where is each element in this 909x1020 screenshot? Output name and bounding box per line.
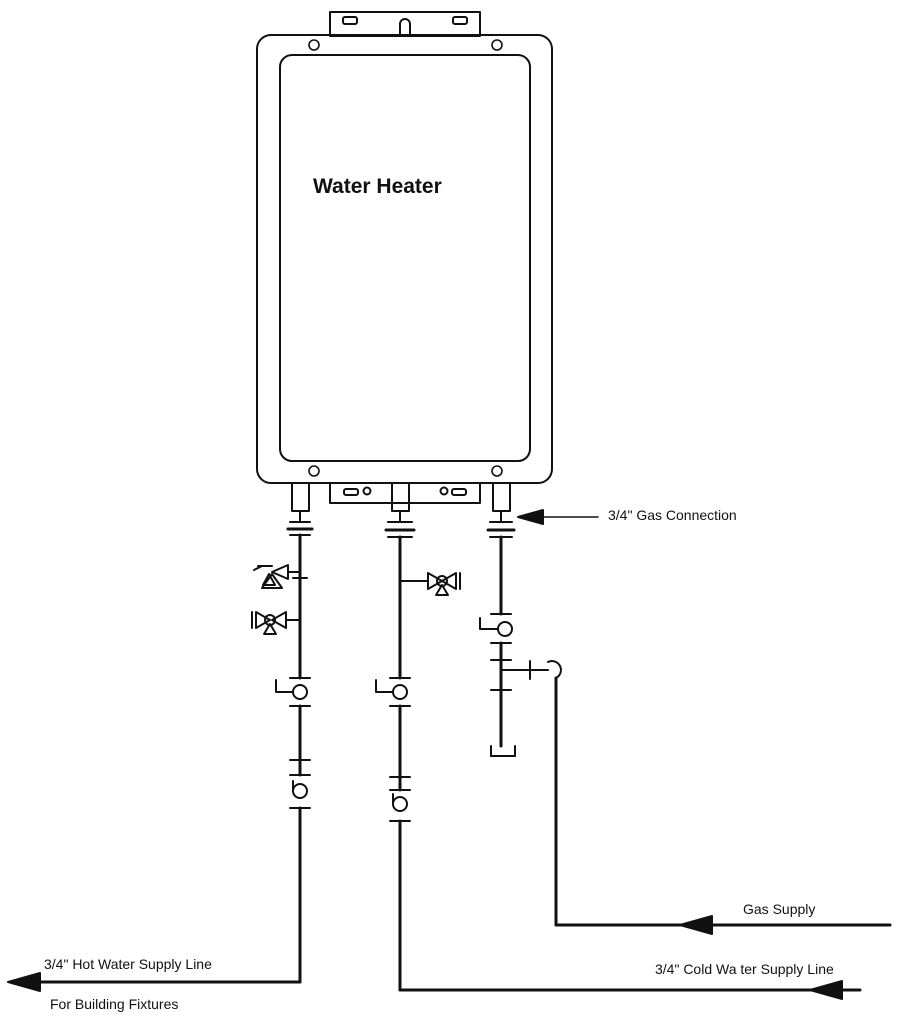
gas-connection-arrow-icon — [517, 509, 544, 525]
cold-arrow-icon — [809, 980, 843, 1000]
cold-water-line — [375, 510, 862, 1000]
hot-outlet-stub — [291, 482, 310, 512]
gas-inlet-stub — [492, 482, 511, 512]
cold-union-icon — [384, 521, 416, 538]
hot-drain-fitting-icon — [289, 780, 311, 809]
fixtures-label: For Building Fixtures — [50, 996, 179, 1012]
sediment-trap-icon — [490, 745, 516, 757]
gas-line — [479, 510, 892, 935]
gas-union-icon — [486, 521, 516, 538]
gas-supply-label: Gas Supply — [743, 901, 816, 917]
cold-isolation-valve-icon — [399, 572, 461, 596]
bottom-mounting-bracket — [329, 482, 481, 504]
hot-water-line-label: 3/4" Hot Water Supply Line — [44, 956, 212, 972]
hot-check-valve-icon — [275, 677, 311, 707]
heater-casing — [256, 34, 553, 484]
cold-water-line-label: 3/4" Cold Wa ter Supply Line — [655, 961, 834, 977]
gas-shutoff-valve-icon — [479, 613, 513, 644]
top-mounting-bracket — [329, 11, 481, 37]
gas-supply-arrow-icon — [679, 915, 713, 935]
cold-inlet-stub — [391, 482, 410, 512]
gas-tee-connector-icon — [547, 660, 562, 679]
gas-connection-label: 3/4" Gas Connection — [608, 507, 737, 523]
heater-front-panel — [279, 54, 531, 462]
hot-water-line — [7, 510, 314, 992]
heater-unit — [256, 11, 553, 512]
gas-connection-pointer — [517, 509, 599, 525]
hot-arrow-icon — [7, 972, 41, 992]
mounting-holes — [308, 39, 503, 477]
hot-isolation-valve-icon — [251, 611, 301, 635]
cold-drain-fitting-icon — [389, 793, 411, 822]
cold-check-valve-icon — [375, 677, 411, 707]
hot-union-icon — [286, 521, 314, 536]
pressure-relief-valve-icon — [253, 564, 308, 589]
heater-title: Water Heater — [313, 175, 442, 198]
